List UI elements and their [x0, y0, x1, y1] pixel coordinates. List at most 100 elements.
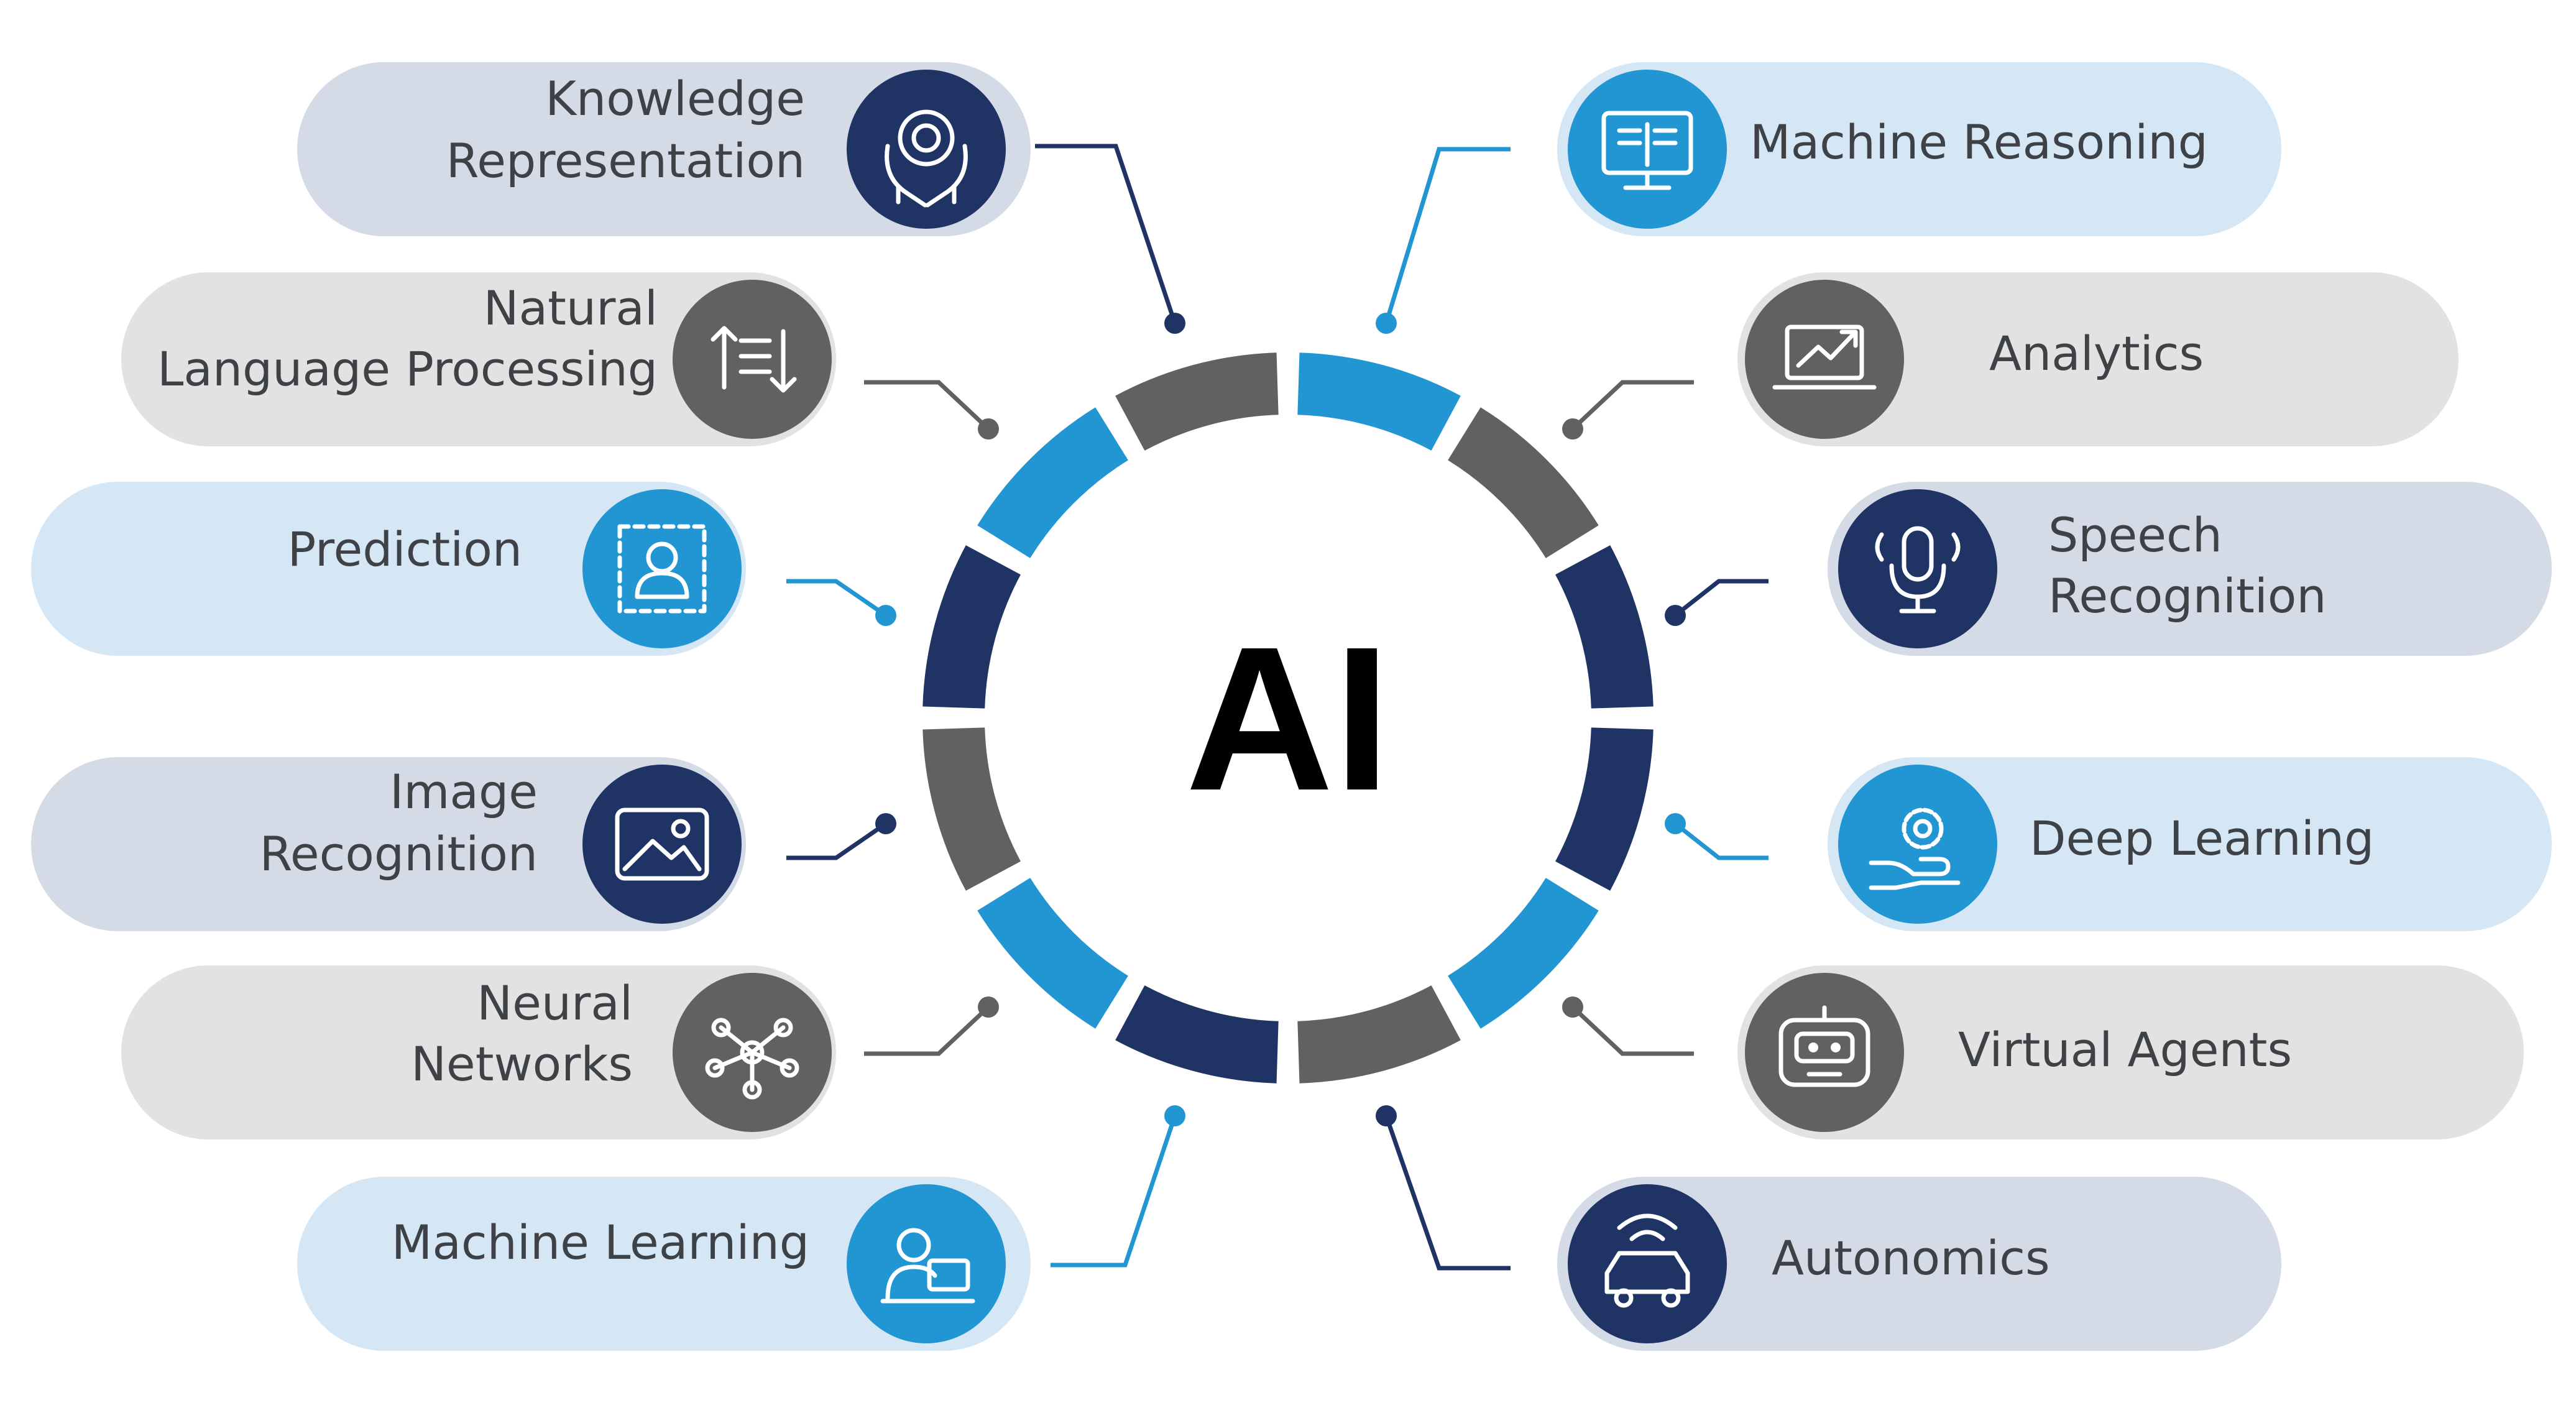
- microphone-icon: [1875, 526, 1961, 614]
- connector-line: [1673, 822, 1769, 860]
- ring-segment: [922, 545, 1021, 709]
- pill-label: Image: [390, 764, 538, 819]
- ring-segment: [1115, 352, 1279, 451]
- pill-background: [297, 1177, 1031, 1351]
- connector-dot: [875, 813, 896, 834]
- ring-segment: [1297, 985, 1461, 1084]
- hands-brain-icon: [885, 109, 968, 208]
- ring-segment: [977, 878, 1128, 1029]
- connector-dot: [978, 418, 999, 439]
- connector-dot: [1164, 1105, 1185, 1126]
- image-icon: [615, 808, 709, 881]
- ring-segment: [922, 727, 1021, 891]
- pill-label: Neural: [477, 975, 633, 1031]
- pill-label: Prediction: [287, 522, 522, 577]
- icon-circle: [1568, 1184, 1727, 1343]
- pill-background: [121, 965, 836, 1139]
- pill-label: Recognition: [259, 826, 538, 881]
- icon-circle: [1838, 765, 1997, 924]
- pill-analytics: Analytics: [1737, 272, 2459, 446]
- pill-label: Autonomics: [1772, 1230, 2050, 1286]
- pill-background: [31, 757, 746, 931]
- connector-line: [786, 822, 887, 860]
- pill-background: [1828, 757, 2552, 931]
- pill-prediction: Prediction: [31, 482, 746, 656]
- connector-dot: [978, 996, 999, 1018]
- connector-line: [786, 579, 887, 617]
- connector-dot: [1562, 996, 1583, 1018]
- connector-line: [1673, 579, 1769, 617]
- center-ai-label: AI: [1185, 604, 1391, 833]
- ring-segment: [1297, 352, 1461, 451]
- pill-label: Networks: [411, 1036, 633, 1092]
- pill-background: [1737, 272, 2459, 446]
- monitor-book-icon: [1601, 111, 1693, 190]
- connector-dot: [1665, 605, 1686, 626]
- connector-line: [1384, 147, 1511, 324]
- pill-virtual-agents: Virtual Agents: [1737, 965, 2524, 1139]
- connectors: [786, 144, 1769, 1271]
- pill-label: Machine Reasoning: [1750, 114, 2208, 170]
- connector-line: [1051, 1115, 1177, 1268]
- icon-circle: [673, 280, 832, 439]
- pill-label: Language Processing: [157, 341, 658, 397]
- pill-label: Natural: [484, 280, 658, 336]
- pill-background: [1557, 62, 2281, 236]
- connector-line: [864, 1005, 990, 1056]
- ring-segment: [1555, 545, 1654, 709]
- laptop-chart-icon: [1772, 324, 1877, 390]
- connector-line: [1571, 1005, 1694, 1056]
- pill-background: [297, 62, 1031, 236]
- pill-machine-learning: Machine Learning: [297, 1177, 1031, 1351]
- ring-segment: [1115, 985, 1279, 1084]
- pill-label: Recognition: [2048, 568, 2327, 623]
- icon-circle: [1838, 489, 1997, 648]
- ring-segment: [1555, 727, 1654, 891]
- icon-circle: [582, 765, 742, 924]
- pill-label: Representation: [446, 133, 805, 188]
- connector-dot: [875, 605, 896, 626]
- autonomous-car-icon: [1604, 1213, 1690, 1308]
- connector-dot: [1562, 418, 1583, 439]
- person-frame-icon: [617, 524, 707, 614]
- pill-background: [31, 482, 746, 656]
- icon-circle: [582, 489, 742, 648]
- pill-background: [121, 272, 836, 446]
- connector-dot: [1376, 313, 1397, 334]
- connector-dot: [1665, 813, 1686, 834]
- pill-label: Knowledge: [545, 71, 805, 126]
- pill-label: Analytics: [1989, 326, 2204, 381]
- network-icon: [705, 1018, 799, 1100]
- pill-label: Virtual Agents: [1958, 1022, 2292, 1077]
- connector-line: [864, 380, 990, 431]
- icon-circle: [1745, 280, 1904, 439]
- ring-segment: [1448, 407, 1599, 558]
- ring-segment: [977, 407, 1128, 558]
- text-sort-icon: [711, 326, 797, 393]
- pill-background: [1557, 1177, 2281, 1351]
- pill-background: [1737, 965, 2524, 1139]
- person-laptop-icon: [880, 1228, 975, 1304]
- pill-deep-learning: Deep Learning: [1828, 757, 2552, 931]
- robot-icon: [1778, 1005, 1870, 1087]
- pill-label: Deep Learning: [2030, 811, 2374, 866]
- center-ring: [922, 352, 1654, 1084]
- connector-dot: [1376, 1105, 1397, 1126]
- connector-line: [1384, 1115, 1511, 1271]
- pill-label: Speech: [2048, 507, 2222, 563]
- connector-dot: [1164, 313, 1185, 334]
- hand-gear-icon: [1869, 808, 1961, 890]
- connector-line: [1035, 144, 1177, 324]
- pill-background: [1828, 482, 2552, 656]
- pill-autonomics: Autonomics: [1557, 1177, 2281, 1351]
- pill-machine-reasoning: Machine Reasoning: [1557, 62, 2281, 236]
- pill-label: Machine Learning: [392, 1215, 809, 1270]
